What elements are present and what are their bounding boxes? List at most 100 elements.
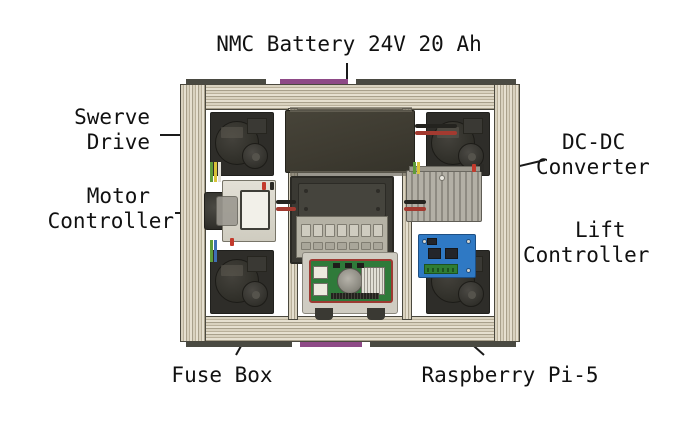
swerve-hub-icon: [242, 143, 268, 169]
frame-rail-bottom: [180, 316, 520, 342]
label-raspberry-pi: Raspberry Pi-5: [421, 363, 599, 387]
fuse-slot: [301, 242, 311, 250]
mosfet-chip-icon: [445, 248, 458, 259]
fuse-box-terminal-block: [296, 216, 388, 258]
accent-strip-bottom: [300, 342, 362, 347]
swerve-bracket: [463, 118, 483, 134]
swerve-label-plate: [221, 265, 243, 276]
dcdc-status-led: [439, 175, 445, 181]
fuse-box: [290, 176, 394, 264]
fuse-slot: [337, 224, 347, 237]
swerve-drive-module-front-left: [210, 112, 274, 176]
label-lift-controller-line2: Controller: [523, 243, 650, 267]
accent-strip-top: [280, 79, 348, 84]
terminal-positive: [262, 182, 266, 190]
ic-chip-icon: [427, 238, 437, 245]
swerve-label-plate: [221, 127, 243, 138]
swerve-drive-module-front-right: [426, 112, 490, 176]
mount-foot: [315, 308, 333, 320]
motor-controller: [204, 180, 294, 246]
swerve-hub-icon: [458, 281, 484, 307]
mount-hole-icon: [466, 239, 471, 244]
lift-controller-terminal-block: [424, 264, 458, 274]
mount-foot: [367, 308, 385, 320]
swerve-bracket: [247, 118, 267, 134]
fuse-slot: [373, 224, 383, 237]
fuse-slot: [337, 242, 347, 250]
smd-component: [357, 263, 364, 268]
fuse-slot: [373, 242, 383, 250]
battery-top-bracket: [290, 107, 412, 112]
wire-negative-mc: [276, 200, 296, 204]
wire-green: [413, 162, 416, 174]
swerve-drive-module-rear-left: [210, 250, 274, 314]
terminal-positive: [472, 164, 476, 172]
wire-green: [210, 162, 213, 182]
raspberry-pi-mount-tray: [302, 252, 398, 320]
ethernet-port-icon: [313, 283, 328, 296]
lift-controller: [418, 234, 476, 278]
nmc-battery-pack: [285, 107, 415, 176]
frame-rail-right: [494, 84, 520, 342]
robot-chassis: [180, 79, 520, 347]
rail-cap-top-right: [356, 79, 516, 84]
label-dcdc-converter-line2: Converter: [536, 155, 650, 179]
raspberry-pi-5-board: [309, 259, 393, 303]
swerve-bracket: [247, 256, 267, 272]
fuse-slot: [325, 224, 335, 237]
mount-hole-icon: [466, 268, 471, 273]
screw-icon: [304, 189, 308, 193]
rail-cap-top-left: [186, 79, 266, 84]
wire-white: [218, 162, 221, 182]
motor-controller-mount-plate: [216, 196, 238, 226]
fuse-slot: [361, 242, 371, 250]
screw-icon: [304, 207, 308, 211]
fuse-slot: [313, 242, 323, 250]
fuse-slot: [325, 242, 335, 250]
rail-cap-bottom-left: [186, 342, 292, 347]
wire-positive-dc: [404, 207, 426, 211]
fuse-slot: [349, 224, 359, 237]
swerve-hub-icon: [458, 143, 484, 169]
terminal-negative: [480, 164, 484, 172]
gpio-header-icon: [331, 293, 379, 299]
label-swerve-drive-line1: Swerve: [74, 105, 150, 129]
swerve-hub-icon: [242, 281, 268, 307]
label-battery: NMC Battery 24V 20 Ah: [216, 32, 482, 56]
battery-wire-negative: [415, 124, 457, 128]
heatsink-icon: [361, 267, 385, 295]
dcdc-converter: [406, 166, 482, 222]
wire-yellow: [417, 162, 420, 174]
frame-rail-left: [180, 84, 206, 342]
fuse-box-lid: [298, 183, 386, 217]
rail-cap-bottom-right: [370, 342, 516, 347]
screw-icon: [376, 207, 380, 211]
screw-icon: [376, 189, 380, 193]
label-motor-controller-line1: Motor: [86, 184, 150, 208]
mount-hole-icon: [422, 239, 427, 244]
wire-negative-dc: [404, 200, 426, 204]
label-motor-controller-line2: Controller: [47, 209, 174, 233]
frame-rail-top: [180, 84, 520, 110]
fuse-slot: [313, 224, 323, 237]
battery-wire-positive: [415, 131, 457, 135]
wire-positive-mc: [276, 207, 296, 211]
wire-yellow: [214, 162, 217, 182]
smd-component: [345, 263, 352, 268]
battery-bottom-bracket: [290, 171, 412, 176]
label-lift-controller-line1: Lift: [575, 218, 626, 242]
fuse-row-lower: [300, 242, 384, 250]
mosfet-chip-icon: [428, 248, 441, 259]
fuse-slot: [301, 224, 311, 237]
label-fuse-box: Fuse Box: [171, 363, 273, 387]
wire-blue: [214, 240, 217, 262]
terminal-positive: [230, 238, 234, 246]
terminal-negative: [270, 182, 274, 190]
fuse-slot: [361, 224, 371, 237]
wire-green: [210, 240, 213, 262]
cpu-fan-icon: [337, 268, 363, 294]
smd-component: [333, 263, 340, 268]
fuse-slot: [349, 242, 359, 250]
motor-controller-face-panel: [240, 190, 270, 230]
